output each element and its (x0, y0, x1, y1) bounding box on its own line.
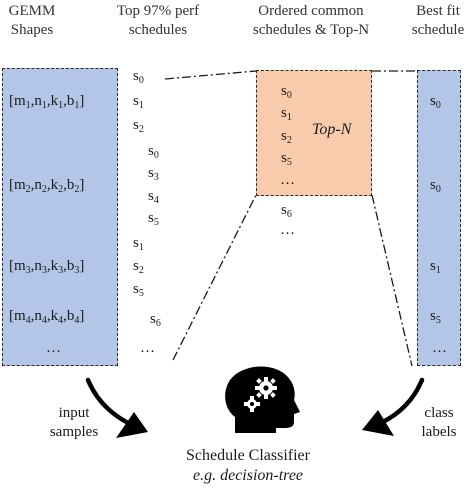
top97-ellipsis: … (140, 340, 155, 356)
bestfit-box (417, 70, 461, 366)
topn-label: Top-N (312, 121, 352, 138)
header-gemm-shapes: GEMM Shapes (2, 2, 62, 40)
ordered-schedule-3: s2 (281, 128, 292, 146)
class-labels-line1: class (424, 405, 454, 421)
gemm-shapes-ellipsis: … (46, 340, 61, 356)
gemm-shape-2: [m2,n2,k2,b2] (9, 177, 85, 195)
top97-schedule-9: s2 (133, 258, 144, 276)
header-gemm-line2: Shapes (10, 22, 54, 38)
gemm-shape-3: [m3,n3,k3,b3] (9, 258, 85, 276)
gemm-shapes-box (2, 68, 118, 366)
top97-schedule-11: s6 (150, 311, 161, 329)
connector-top97-to-topn-bottom (172, 194, 257, 361)
top97-schedule-3: s2 (133, 117, 144, 135)
header-top97: Top 97% perf schedules (98, 2, 218, 40)
bestfit-schedule-1: s0 (430, 93, 441, 111)
ordered-inner-ellipsis: … (280, 172, 295, 188)
header-bestfit: Best fit schedule (402, 2, 474, 40)
connector-topn-to-bestfit-bottom (371, 194, 413, 367)
header-bestfit-line1: Best fit (416, 3, 460, 19)
connector-top97-to-topn-top (164, 70, 257, 80)
bestfit-schedule-4: s5 (430, 308, 441, 326)
input-samples-line2: samples (49, 424, 99, 440)
ordered-schedule-outside: s6 (281, 202, 292, 220)
classifier-example: e.g. decision-tree (192, 467, 304, 484)
gemm-shape-4: [m4,n4,k4,b4] (9, 308, 85, 326)
header-gemm-line1: GEMM (8, 3, 56, 19)
header-top97-line1: Top 97% perf (116, 3, 200, 19)
input-samples-label: input samples (34, 404, 114, 442)
ordered-schedule-4: s5 (281, 150, 292, 168)
class-labels-line2: labels (421, 424, 457, 440)
bestfit-schedule-2: s0 (430, 177, 441, 195)
top97-schedule-4: s0 (148, 143, 159, 161)
ordered-schedule-2: s1 (281, 105, 292, 123)
top97-schedule-1: s0 (133, 68, 144, 86)
top97-schedule-6: s4 (148, 188, 159, 206)
topn-box (256, 70, 372, 196)
top97-schedule-10: s5 (133, 281, 144, 299)
header-ordered: Ordered common schedules & Top-N (236, 2, 386, 40)
header-top97-line2: schedules (128, 22, 188, 38)
ordered-outside-ellipsis: … (280, 222, 295, 238)
header-bestfit-line2: schedule (411, 22, 465, 38)
top97-schedule-7: s5 (148, 210, 159, 228)
gemm-shape-1: [m1,n1,k1,b1] (9, 93, 85, 111)
classifier-title: Schedule Classifier (186, 447, 310, 464)
top97-schedule-8: s1 (133, 235, 144, 253)
bestfit-ellipsis: … (432, 340, 447, 356)
bestfit-schedule-3: s1 (430, 258, 441, 276)
ordered-schedule-1: s0 (281, 83, 292, 101)
header-ordered-line2: schedules & Top-N (252, 22, 370, 38)
curved-arrow-left-icon (85, 377, 148, 438)
class-labels-label: class labels (404, 404, 474, 442)
top97-schedule-5: s3 (148, 165, 159, 183)
top97-schedule-2: s1 (133, 93, 144, 111)
input-samples-line1: input (58, 405, 90, 421)
head-gears-icon (225, 366, 300, 433)
header-ordered-line1: Ordered common (258, 3, 364, 19)
curved-arrow-right-icon (362, 377, 425, 436)
